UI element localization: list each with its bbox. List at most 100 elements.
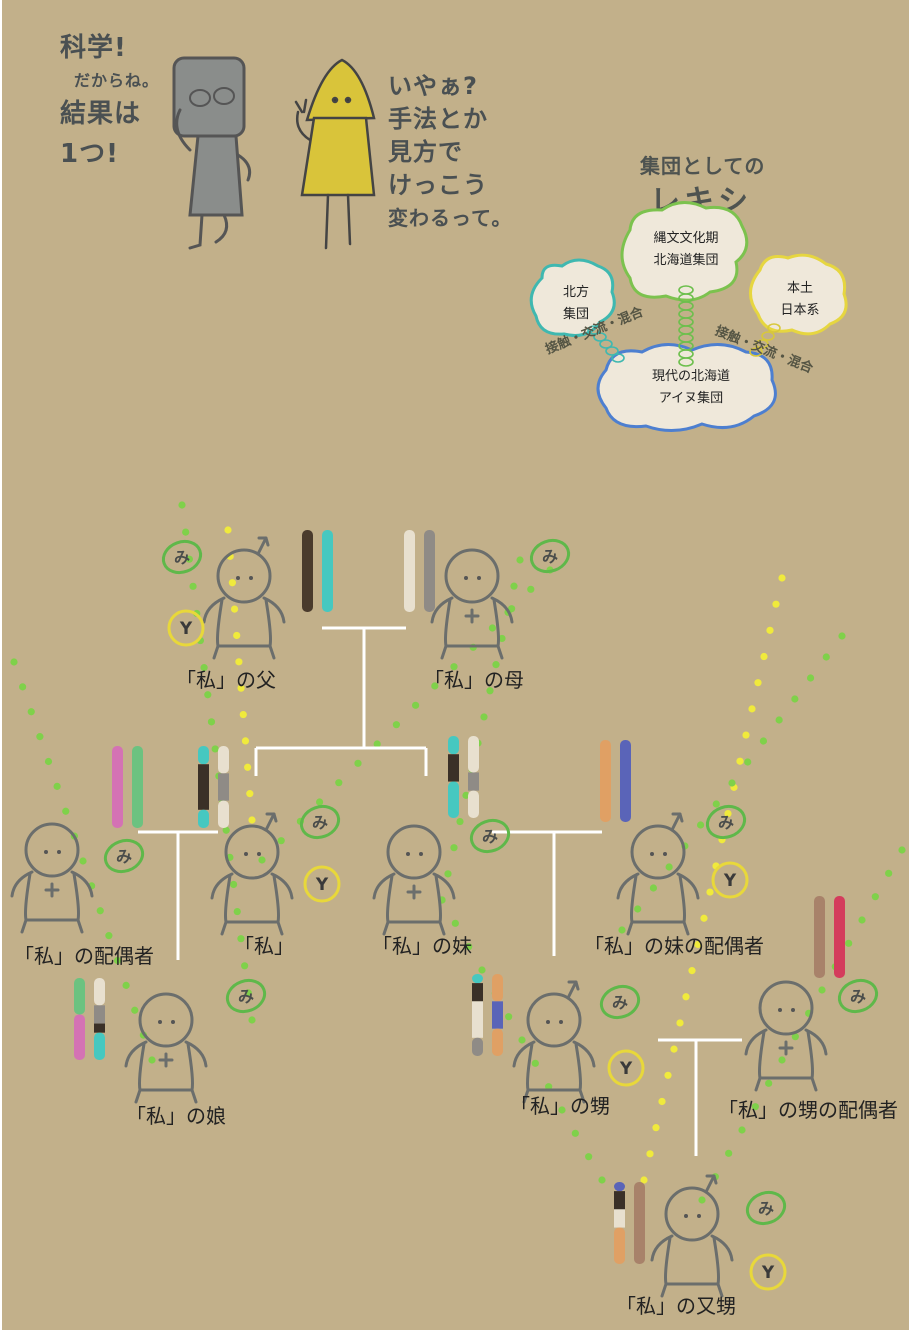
trail-dot <box>10 658 18 666</box>
chromosome-segment <box>94 1023 105 1033</box>
trail-dot <box>728 779 736 787</box>
trail-dot <box>818 986 826 994</box>
y-mark: Y <box>723 871 737 891</box>
modern-cloud <box>596 343 777 432</box>
label-nephew-spouse: 「私」の甥の配偶者 <box>718 1098 898 1122</box>
person-grandnephew <box>650 1174 734 1298</box>
mito-mark: み <box>718 813 734 832</box>
mito-badge: み <box>529 538 571 574</box>
coil-left <box>587 325 625 363</box>
trail-dot <box>185 555 193 563</box>
mito-mark: み <box>612 993 628 1012</box>
cloud-line: 北海道集団 <box>653 253 719 268</box>
trail-dot <box>486 687 494 695</box>
y-trail-yellow <box>224 526 256 824</box>
mito-trail-green <box>698 846 906 1204</box>
trail-dot <box>335 779 343 787</box>
chromosome-segment <box>614 1182 625 1192</box>
chromosome-segment <box>218 800 229 828</box>
chromosome-segment <box>614 1191 625 1210</box>
trail-dot <box>516 556 524 564</box>
mito-badge: み <box>225 978 267 1014</box>
leg <box>754 1076 818 1092</box>
head <box>216 548 272 604</box>
label-nephew: 「私」の甥 <box>510 1094 610 1118</box>
trail-dot <box>649 884 658 892</box>
trail-dot <box>19 683 27 691</box>
chromosome-daughter-a <box>74 978 85 1060</box>
head <box>664 1186 720 1242</box>
chromosome-sister-spouse-a <box>600 740 611 822</box>
speech-line: いやぁ? <box>388 72 478 100</box>
trail-dot <box>696 821 705 829</box>
trail-dot <box>759 737 768 745</box>
mito-mark: み <box>850 987 866 1006</box>
trail-dot <box>204 691 212 699</box>
mito-mark: み <box>174 548 190 567</box>
y-badge: Y <box>749 1253 787 1291</box>
label-daughter: 「私」の娘 <box>126 1104 226 1128</box>
chromosome-sister-b <box>468 736 479 818</box>
chromosome-spouse-a <box>112 746 123 828</box>
chromosome-daughter-b <box>94 978 105 1060</box>
y-badge: Y <box>167 609 205 647</box>
eye <box>236 576 240 580</box>
body <box>664 1236 720 1286</box>
trail-dot <box>241 962 249 970</box>
trail-dot <box>652 1124 660 1132</box>
trail-dot <box>738 1126 746 1134</box>
mainland-cloud <box>749 253 848 336</box>
trail-dot <box>450 844 458 852</box>
trail-dot <box>207 718 216 726</box>
y-ring <box>303 865 341 903</box>
trail-dot <box>233 907 241 916</box>
trail-dot <box>505 1013 513 1021</box>
body <box>526 1042 582 1092</box>
mito-ring <box>103 838 145 874</box>
trail-dot <box>744 758 752 766</box>
trail-dot <box>766 626 774 634</box>
chromosome-segment <box>218 746 229 774</box>
chromosome-segment <box>94 978 105 1006</box>
trail-dot <box>237 935 245 943</box>
trail-dot <box>806 674 815 682</box>
chromosome-segment <box>94 1032 105 1060</box>
chromosome-segment <box>302 530 313 612</box>
trail-dot <box>845 939 853 947</box>
eye <box>44 850 48 854</box>
speech-line: 見方で <box>388 138 463 166</box>
leg <box>20 918 84 934</box>
mito-badge: み <box>837 978 879 1014</box>
mito-ring <box>529 538 571 574</box>
head <box>444 548 500 604</box>
male-sign <box>704 1174 718 1194</box>
scientist-character <box>172 56 252 250</box>
eye <box>57 850 61 854</box>
trail-dot <box>492 661 500 669</box>
mito-ring <box>299 804 341 840</box>
trail-dot <box>480 713 488 721</box>
trail-dot <box>665 863 673 871</box>
chromosome-segment <box>404 530 415 612</box>
chromosome-segment <box>74 1014 85 1060</box>
trail-dot <box>585 1153 593 1161</box>
trail-dot <box>465 943 473 951</box>
trail-dot <box>248 816 256 824</box>
body <box>630 874 686 924</box>
trail-dot <box>450 663 458 671</box>
person-father <box>202 536 286 660</box>
chromosome-segment <box>94 1005 105 1024</box>
eye <box>406 852 410 856</box>
person-mother <box>430 548 514 660</box>
trail-dot <box>778 574 786 582</box>
trail-dot <box>742 731 750 739</box>
trail-dot <box>658 1097 666 1106</box>
skeptic-character <box>294 58 376 250</box>
trail-dot <box>277 837 285 845</box>
chromosome-grandnephew-b <box>634 1182 645 1264</box>
trail-dot <box>451 919 459 927</box>
trail-dot <box>36 733 44 741</box>
trail-dot <box>664 1071 672 1079</box>
speech-line: 結果は <box>60 99 142 129</box>
trail-dot <box>498 634 506 643</box>
